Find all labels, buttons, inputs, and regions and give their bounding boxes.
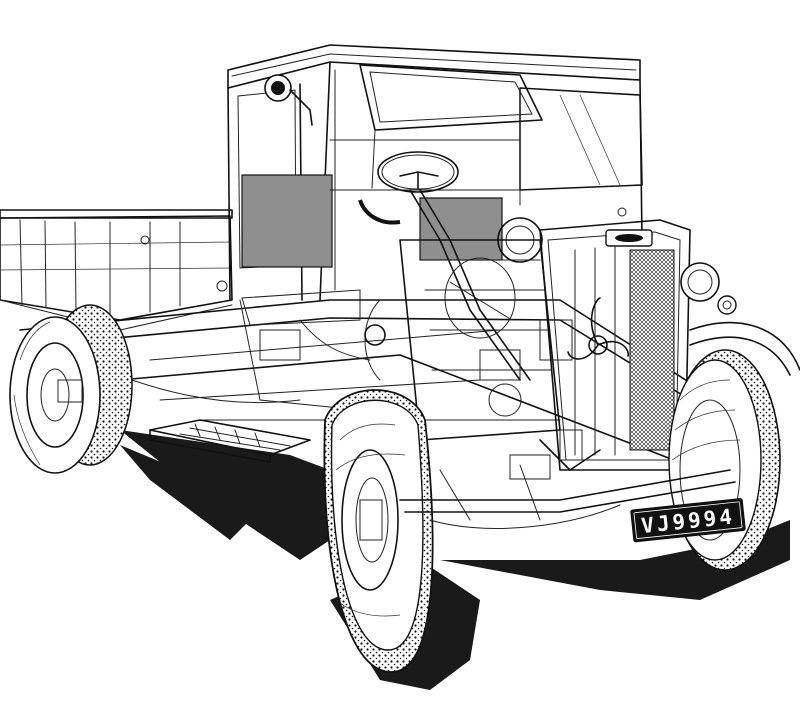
seat-back: [241, 174, 333, 268]
number-plate: VJ9994: [630, 498, 746, 543]
headlamps: [680, 262, 737, 315]
seat-cushion: [419, 197, 503, 261]
rear-wheels: [9, 304, 133, 474]
front-axle: [399, 429, 736, 529]
radiator-grille: [539, 207, 691, 471]
cargo-bed: [0, 209, 233, 331]
side-mirror: [264, 74, 313, 126]
left-front-wheel: [323, 389, 434, 673]
steering-assembly: [358, 151, 531, 381]
fan-icon: [567, 297, 629, 360]
front-fender: [689, 321, 800, 376]
running-board: [149, 419, 311, 463]
cab: [227, 44, 643, 326]
